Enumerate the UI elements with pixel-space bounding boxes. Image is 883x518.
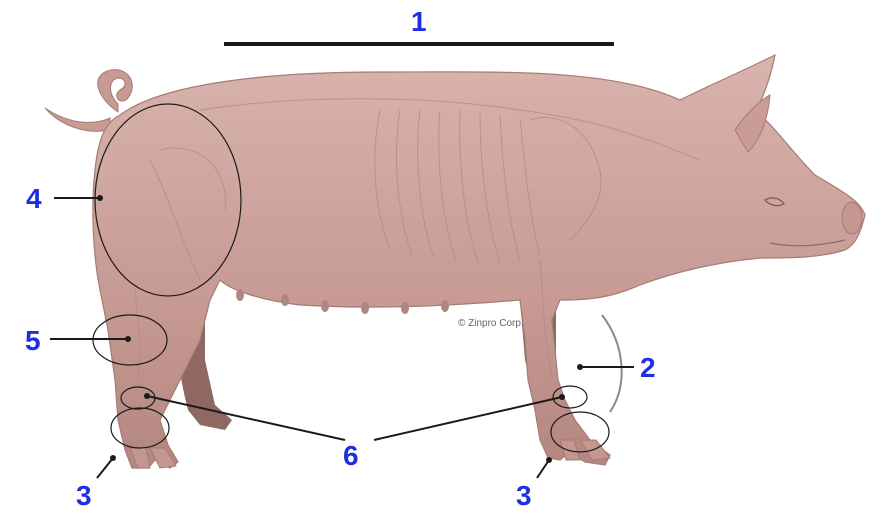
label-6: 6 bbox=[343, 442, 359, 470]
label-2: 2 bbox=[640, 354, 656, 382]
hooves bbox=[130, 440, 610, 468]
label-5: 5 bbox=[25, 327, 41, 355]
label-4: 4 bbox=[26, 185, 42, 213]
leader-6-right bbox=[374, 397, 562, 440]
leader-3-left bbox=[97, 458, 113, 478]
snout bbox=[842, 202, 862, 234]
copyright-text: © Zinpro Corp. bbox=[458, 318, 524, 329]
region-2-arc bbox=[602, 315, 622, 412]
label-3-right: 3 bbox=[516, 482, 532, 510]
label-1: 1 bbox=[411, 8, 427, 36]
leader-3-right bbox=[537, 460, 549, 478]
label-3-left: 3 bbox=[76, 482, 92, 510]
leader-6-left bbox=[147, 396, 345, 440]
